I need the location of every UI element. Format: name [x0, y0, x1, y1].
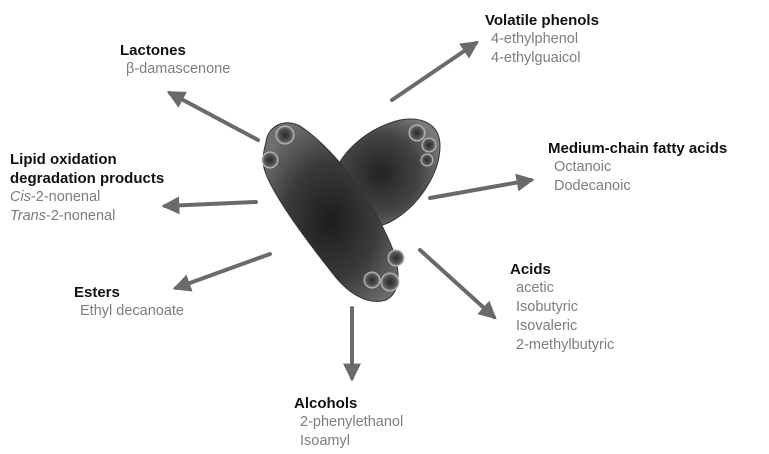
bud-scar	[421, 154, 433, 166]
group-lipid-oxidation: Lipid oxidation degradation products Cis…	[10, 150, 164, 226]
arrow-acids	[420, 250, 494, 317]
arrow-medium-chain-fatty-acids	[430, 180, 531, 198]
group-title-line: Lipid oxidation	[10, 150, 164, 169]
bud-scar	[409, 125, 425, 141]
group-title: Medium-chain fatty acids	[548, 139, 727, 158]
compound-label: Octanoic	[548, 158, 727, 177]
compound-label: β-damascenone	[120, 60, 230, 79]
compound-suffix: -2-nonenal	[31, 189, 100, 205]
bud-scar	[381, 273, 399, 291]
group-title: Acids	[510, 260, 614, 279]
compound-label: 2-methylbutyric	[510, 336, 614, 355]
group-title-line: degradation products	[10, 169, 164, 188]
compound-label: acetic	[510, 279, 614, 298]
group-alcohols: Alcohols 2-phenylethanol Isoamyl	[294, 394, 403, 451]
compound-label: Trans-2-nonenal	[10, 207, 164, 226]
bud-scar	[364, 272, 380, 288]
group-esters: Esters Ethyl decanoate	[74, 283, 184, 321]
group-title: Volatile phenols	[485, 11, 599, 30]
group-title: Lactones	[120, 41, 230, 60]
compound-label: Ethyl decanoate	[74, 302, 184, 321]
compound-prefix: Cis	[10, 189, 31, 205]
group-volatile-phenols: Volatile phenols 4-ethylphenol 4-ethylgu…	[485, 11, 599, 68]
group-title: Esters	[74, 283, 184, 302]
arrow-lactones	[170, 93, 258, 140]
compound-label: 2-phenylethanol	[294, 413, 403, 432]
compound-label: Isoamyl	[294, 432, 403, 451]
compound-label: Dodecanoic	[548, 177, 727, 196]
compound-prefix: Trans	[10, 208, 46, 224]
arrow-esters	[176, 254, 270, 288]
group-lactones: Lactones β-damascenone	[120, 41, 230, 79]
group-medium-chain-fatty-acids: Medium-chain fatty acids Octanoic Dodeca…	[548, 139, 727, 196]
compound-suffix: -2-nonenal	[46, 208, 115, 224]
arrow-lipid-oxidation	[165, 202, 256, 206]
compound-label: 4-ethylphenol	[485, 30, 599, 49]
compound-label: Isovaleric	[510, 317, 614, 336]
compound-label: 4-ethylguaicol	[485, 49, 599, 68]
arrow-volatile-phenols	[392, 43, 476, 100]
compound-label: Isobutyric	[510, 298, 614, 317]
group-title: Alcohols	[294, 394, 403, 413]
bud-scar	[262, 152, 278, 168]
group-acids: Acids acetic Isobutyric Isovaleric 2-met…	[510, 260, 614, 355]
bud-scar	[422, 138, 436, 152]
bud-scar	[276, 126, 294, 144]
bud-scar	[388, 250, 404, 266]
compound-label: Cis-2-nonenal	[10, 188, 164, 207]
